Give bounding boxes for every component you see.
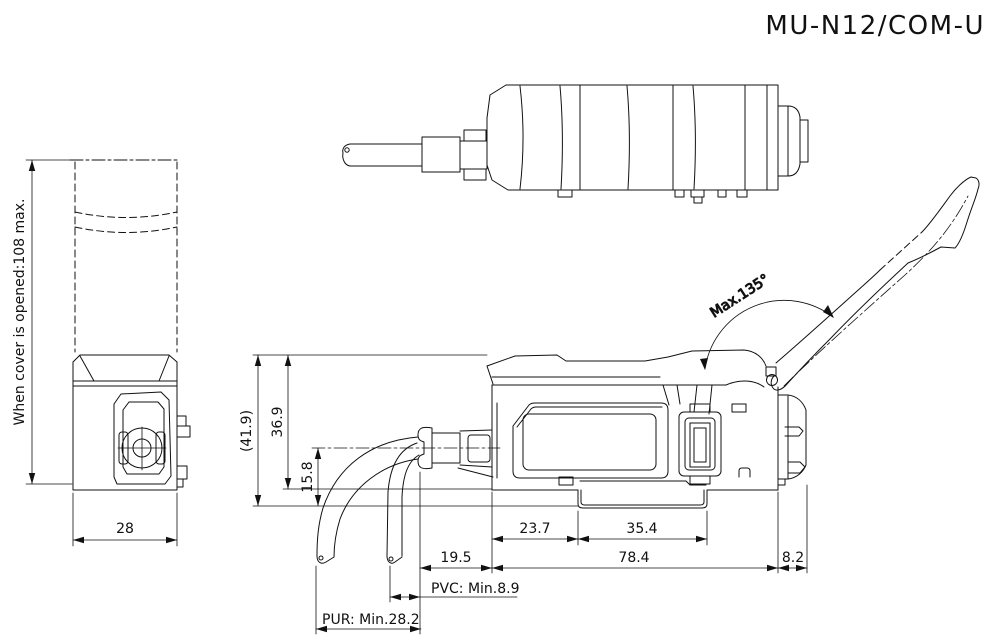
dim-front-width-label: 28 (116, 521, 134, 537)
display-window-outer (512, 402, 669, 479)
top-rear-plate (799, 119, 809, 163)
connector-tab-bottom (463, 168, 487, 181)
side-view: Max.135° (311, 176, 980, 564)
front-cover-seams (72, 380, 178, 387)
dim-slot-width-label: 35.4 (626, 521, 657, 537)
front-cover-slants (79, 355, 170, 382)
front-latch (176, 478, 184, 488)
gland-barrel (431, 432, 461, 464)
side-marker (731, 403, 747, 413)
dim-front-width: 28 (72, 492, 178, 547)
dim-cover-open-label: When cover is opened:108 max. (12, 199, 28, 426)
top-view (342, 84, 809, 204)
cables (316, 436, 420, 564)
gland-flange (417, 426, 433, 470)
opened-cover-phantom (69, 159, 181, 353)
side-body-top-profile (486, 349, 767, 367)
din-rail-channel (577, 480, 708, 509)
display-window-ridge (516, 406, 663, 428)
top-tab (693, 196, 703, 204)
hinge-block (765, 366, 777, 377)
top-tab (736, 189, 748, 198)
dim-pvc-label: PVC: Min.8.9 (431, 581, 520, 597)
dim-slot-offset: 23.7 (491, 521, 579, 543)
front-body-outline (72, 354, 178, 491)
cable-gland (421, 136, 461, 173)
front-panel-outer (113, 391, 172, 485)
cable-end-curl (344, 147, 350, 153)
side-body-seams (491, 376, 765, 388)
dim-pur-label: PUR: Min.28.2 (322, 612, 420, 628)
dim-overall-height: (41.9) (239, 354, 262, 507)
drawing-title: MU-N12/COM-U (765, 11, 985, 41)
dim-slot-width: 35.4 (577, 521, 708, 543)
top-tab (717, 189, 727, 198)
connector-mid (459, 140, 488, 170)
dim-overall-height-label: (41.9) (239, 410, 255, 452)
side-view-dimensions: (41.9) 36.9 15.8 23.7 35.4 (239, 354, 808, 635)
top-rear-bracket (777, 105, 801, 177)
dim-rear-clip-label: 8.2 (782, 550, 804, 566)
rear-clip (777, 394, 807, 486)
top-body-outline (486, 84, 779, 191)
dim-gland-length: 19.5 (419, 550, 493, 572)
top-tab (690, 189, 705, 198)
connector-crosshair (117, 426, 167, 471)
usb-connector (678, 403, 722, 485)
display-window-inner (522, 413, 657, 471)
front-view (69, 159, 191, 491)
dim-cover-open: When cover is opened:108 max. (12, 159, 75, 485)
cover-latch-columns (662, 384, 713, 415)
connector-tab-top (463, 129, 487, 142)
side-body-front (486, 365, 498, 491)
top-tab (557, 189, 573, 198)
side-bracket (738, 467, 751, 478)
cable-line (349, 143, 423, 167)
dim-body-length: 78.4 (491, 550, 779, 572)
top-tab (674, 189, 685, 198)
front-latch (176, 425, 191, 438)
dim-slot-offset-label: 23.7 (519, 521, 550, 537)
opened-cover-arm (770, 176, 980, 391)
dim-pur-cable: PUR: Min.28.2 (315, 612, 422, 633)
dim-cable-height: 15.8 (300, 447, 322, 507)
dim-cable-height-label: 15.8 (300, 461, 316, 492)
dim-gland-length-label: 19.5 (440, 550, 471, 566)
front-latch (176, 415, 187, 427)
dim-pvc-cable: PVC: Min.8.9 (389, 581, 520, 601)
cable-end-cap (342, 143, 351, 167)
dim-body-length-label: 78.4 (618, 550, 649, 566)
connector-side-tab-right (155, 431, 166, 465)
front-latch (176, 465, 188, 480)
top-body-panel-lines (519, 84, 768, 191)
dim-rear-clip: 8.2 (777, 550, 808, 572)
connector-side-tab-left (118, 431, 129, 465)
side-foot-tab (558, 476, 574, 486)
dim-body-height: 36.9 (270, 354, 292, 490)
gland-nut-inner (467, 434, 491, 463)
dim-body-height-label: 36.9 (270, 406, 286, 437)
gland-nut (457, 429, 494, 478)
